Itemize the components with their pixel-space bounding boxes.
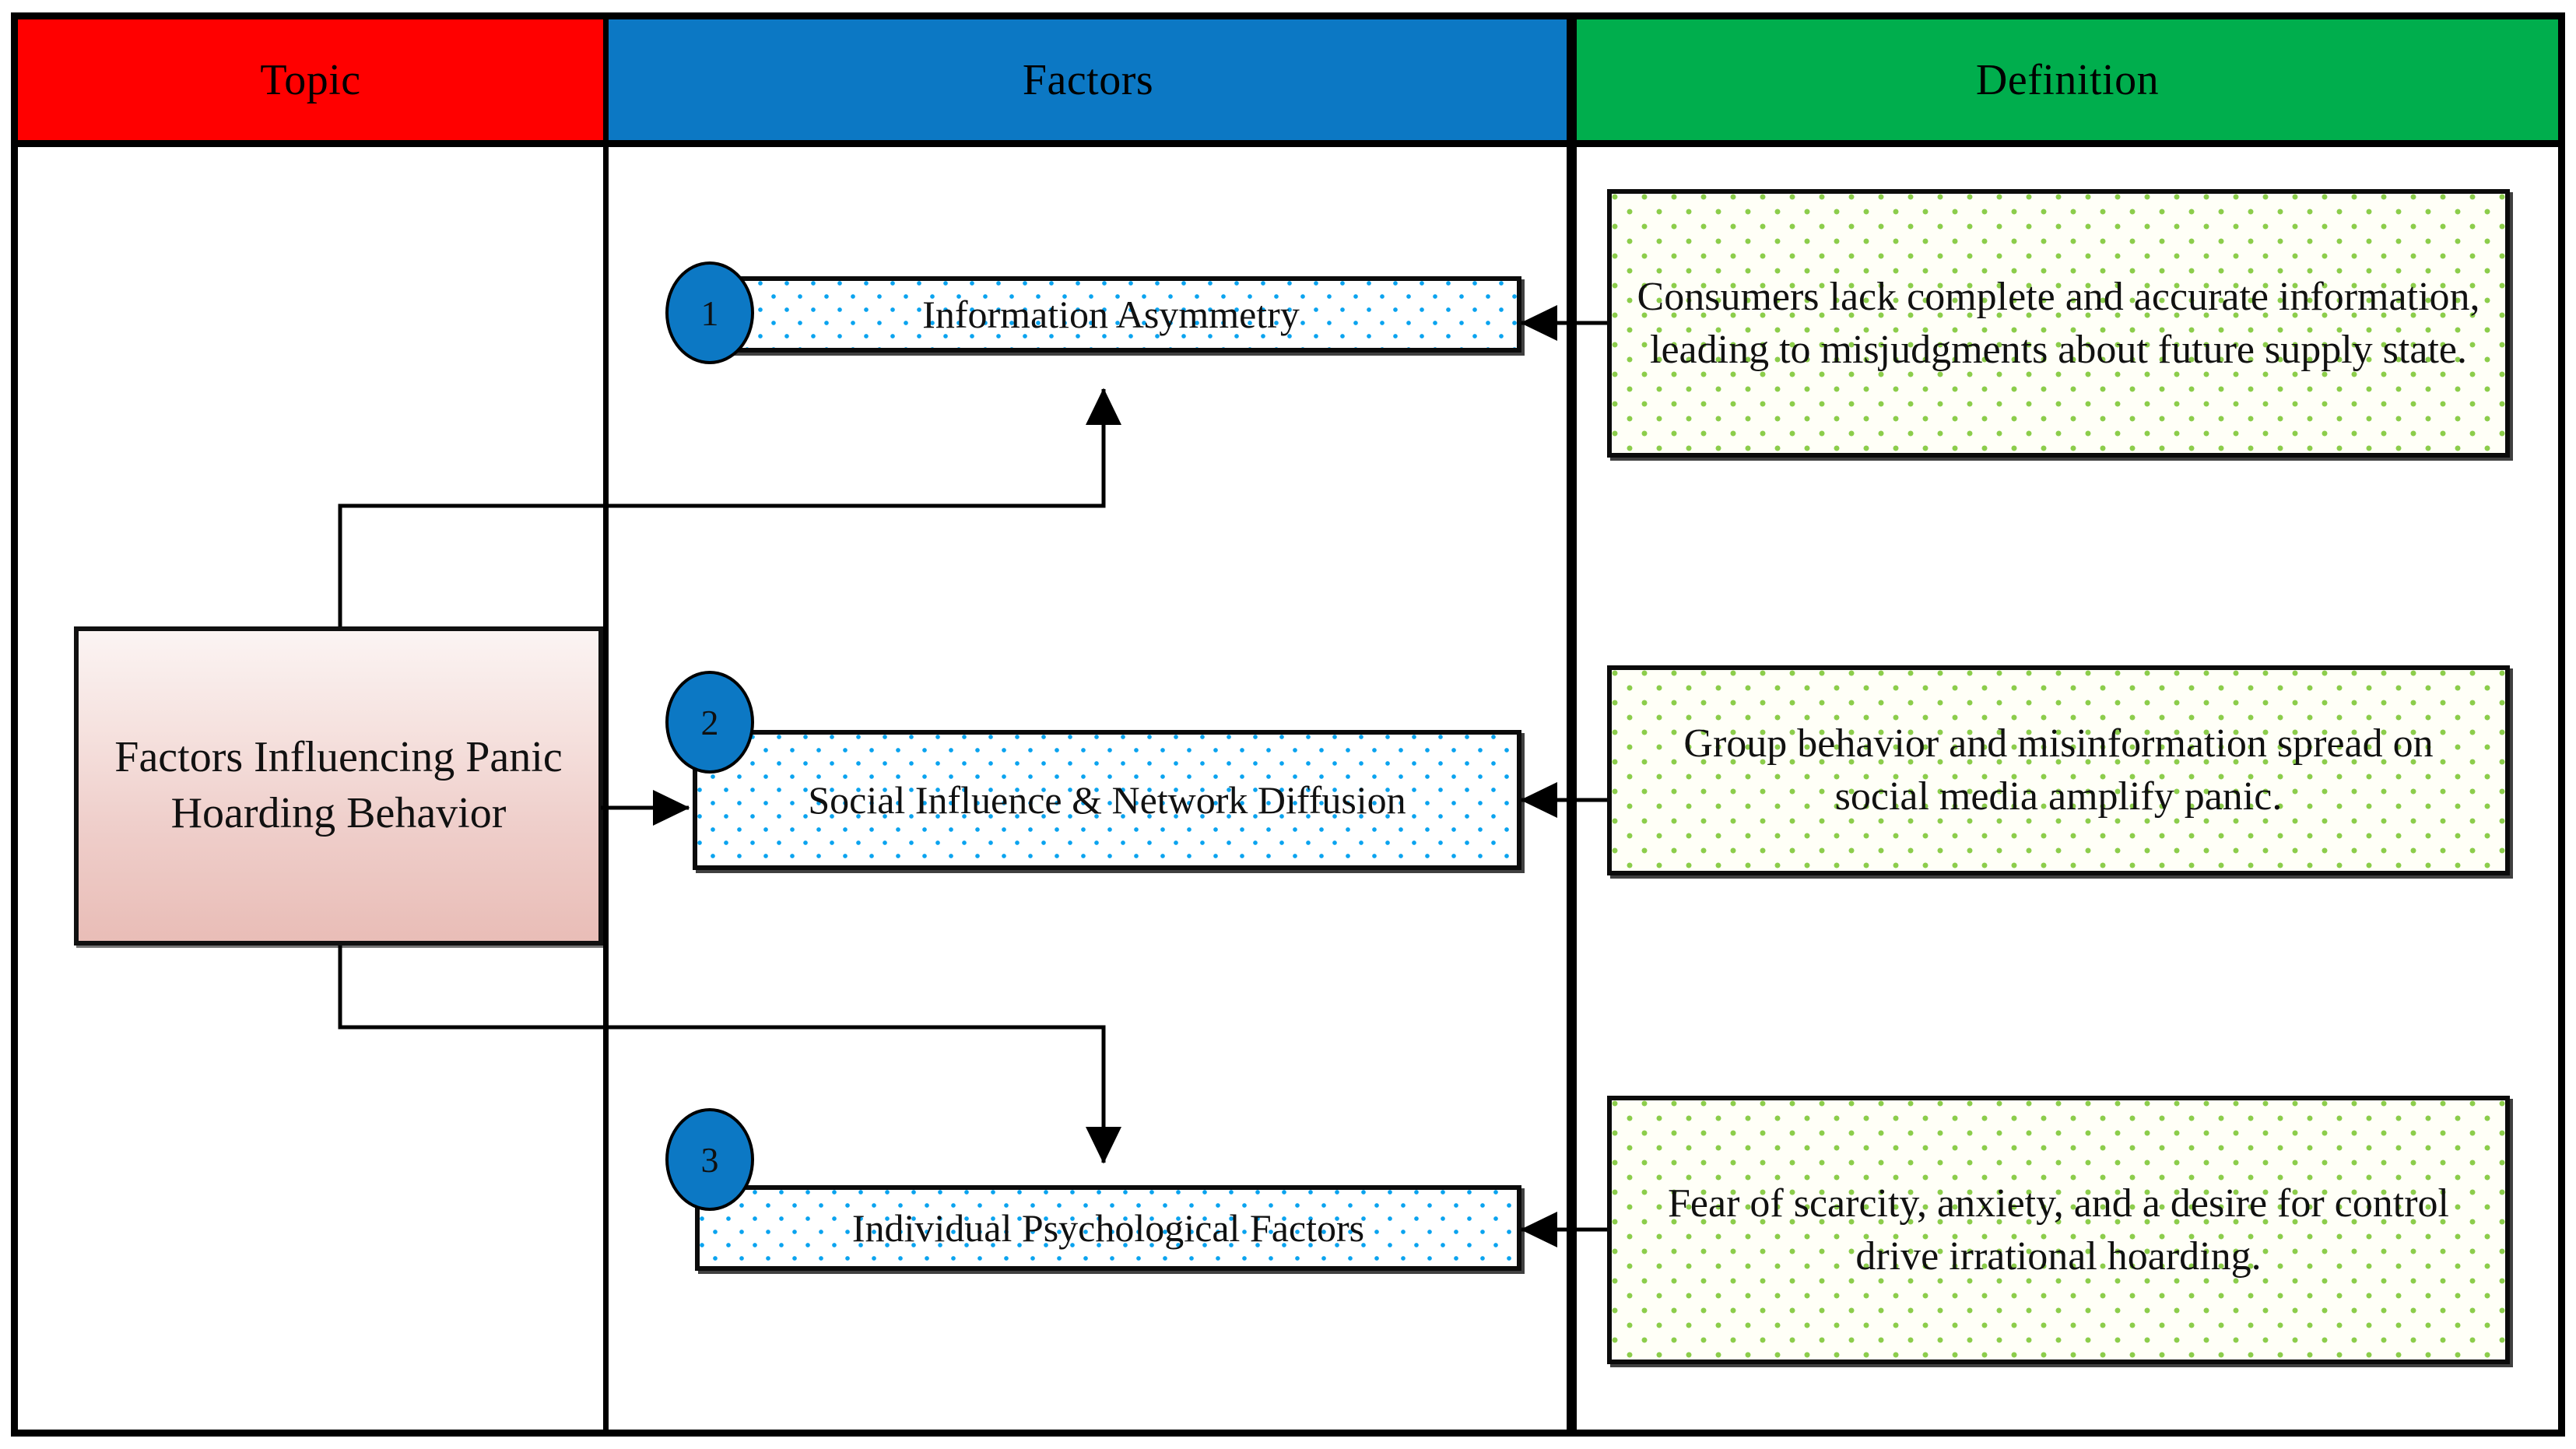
column-divider-topic-factors <box>603 12 609 1437</box>
header-bottom-rule <box>11 140 2565 147</box>
definition-box-1[interactable]: Consumers lack complete and accurate inf… <box>1607 189 2510 458</box>
definition-box-3[interactable]: Fear of scarcity, anxiety, and a desire … <box>1607 1096 2510 1364</box>
factor-number-2: 2 <box>700 702 719 742</box>
topic-box[interactable]: Factors Influencing Panic Hoarding Behav… <box>74 626 603 946</box>
header-cell-definition: Definition <box>1577 19 2558 140</box>
factor-box-3[interactable]: Individual Psychological Factors <box>695 1185 1521 1271</box>
header-label-definition: Definition <box>1975 55 2160 104</box>
factor-box-2[interactable]: Social Influence & Network Diffusion <box>693 730 1521 870</box>
factor-number-badge-2: 2 <box>665 671 754 774</box>
header-label-topic: Topic <box>260 55 361 104</box>
topic-label: Factors Influencing Panic Hoarding Behav… <box>114 733 563 837</box>
definition-text-1: Consumers lack complete and accurate inf… <box>1637 274 2480 372</box>
definition-text-2: Group behavior and misinformation spread… <box>1683 721 2434 819</box>
header-label-factors: Factors <box>1022 55 1154 104</box>
factor-number-badge-3: 3 <box>665 1108 754 1211</box>
factor-label-3: Individual Psychological Factors <box>851 1205 1365 1250</box>
definition-text-3: Fear of scarcity, anxiety, and a desire … <box>1668 1181 2449 1279</box>
header-cell-topic: Topic <box>18 19 603 140</box>
header-cell-factors: Factors <box>609 19 1567 140</box>
factor-number-1: 1 <box>700 293 719 333</box>
factor-number-3: 3 <box>700 1139 719 1180</box>
factor-label-2: Social Influence & Network Diffusion <box>808 777 1406 822</box>
factor-number-badge-1: 1 <box>665 261 754 364</box>
definition-box-2[interactable]: Group behavior and misinformation spread… <box>1607 665 2510 875</box>
factor-label-1: Information Asymmetry <box>922 292 1300 336</box>
column-divider-factors-definition <box>1567 12 1577 1437</box>
factor-box-1[interactable]: Information Asymmetry <box>700 276 1521 353</box>
table-frame <box>11 12 2565 1437</box>
